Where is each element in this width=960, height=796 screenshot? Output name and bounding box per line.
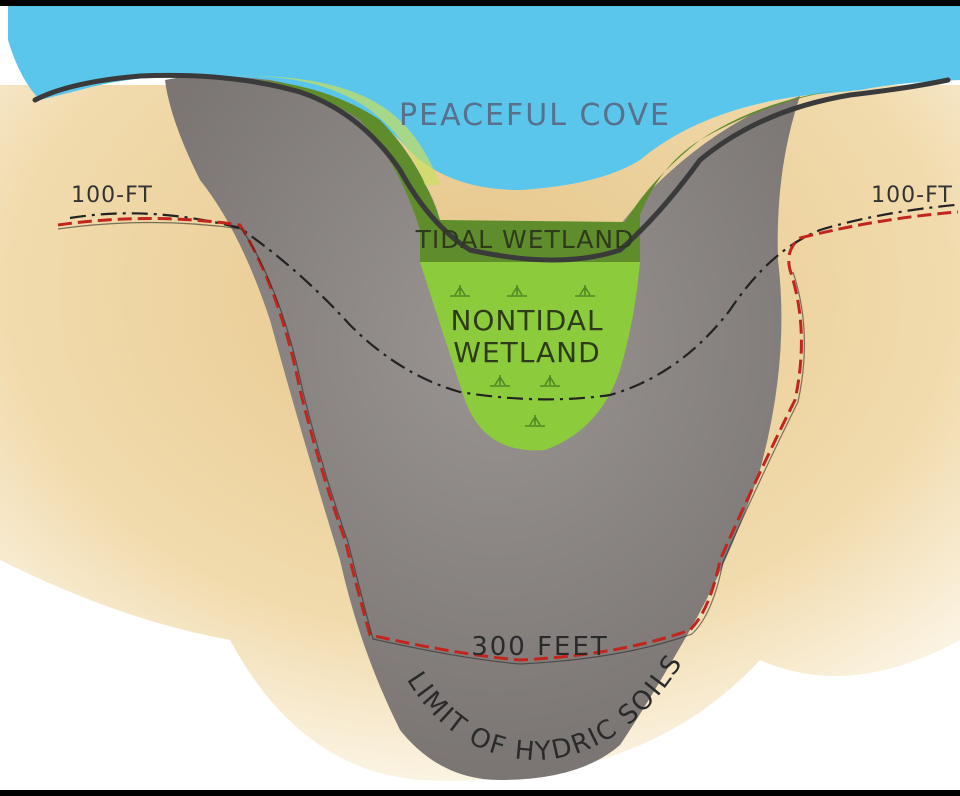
label-100ft-left: 100-FT	[71, 183, 153, 208]
label-100ft-right: 100-FT	[871, 183, 953, 208]
label-peaceful-cove: PEACEFUL COVE	[399, 98, 671, 133]
frame-bottom	[0, 790, 960, 796]
label-nontidal-line2: WETLAND	[453, 336, 600, 369]
frame-top	[0, 0, 960, 6]
label-300-feet: 300 FEET	[471, 632, 609, 662]
label-nontidal-line1: NONTIDAL	[450, 304, 603, 337]
label-tidal-wetland: TIDAL WETLAND	[415, 225, 635, 254]
